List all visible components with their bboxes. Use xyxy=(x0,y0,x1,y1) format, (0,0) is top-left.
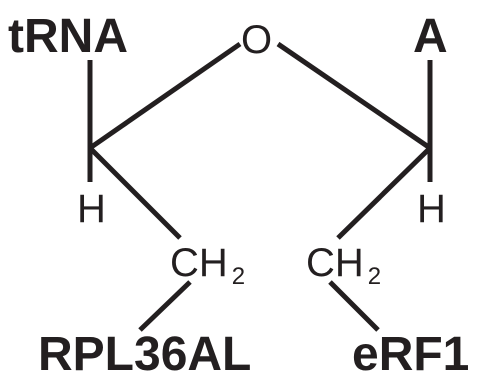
bond-left-carbon-to-oxygen xyxy=(88,41,242,151)
bond-oxygen-to-right-carbon xyxy=(276,41,432,151)
bond-ch2-left-to-rpl36al xyxy=(138,280,192,332)
ch2-right-main: CH xyxy=(306,241,364,285)
oxygen-label: O xyxy=(241,18,272,62)
ch2-left-label: CH 2 xyxy=(170,241,245,290)
bond-left-carbon-to-ch2 xyxy=(88,146,182,240)
h-right-label: H xyxy=(417,187,446,231)
rpl36al-label: RPL36AL xyxy=(38,328,251,377)
bonds xyxy=(87,41,433,332)
trna-label: tRNA xyxy=(8,10,128,63)
ch2-left-main: CH xyxy=(170,241,228,285)
a-label: A xyxy=(413,10,448,63)
bond-ch2-right-to-right-carbon xyxy=(336,146,432,240)
h-left-label: H xyxy=(77,187,106,231)
bond-ch2-right-to-erf1 xyxy=(328,280,380,332)
erf1-label: eRF1 xyxy=(352,328,469,377)
ch2-right-label: CH 2 xyxy=(306,241,381,290)
ch2-left-subscript: 2 xyxy=(232,263,245,290)
ch2-right-subscript: 2 xyxy=(368,263,381,290)
